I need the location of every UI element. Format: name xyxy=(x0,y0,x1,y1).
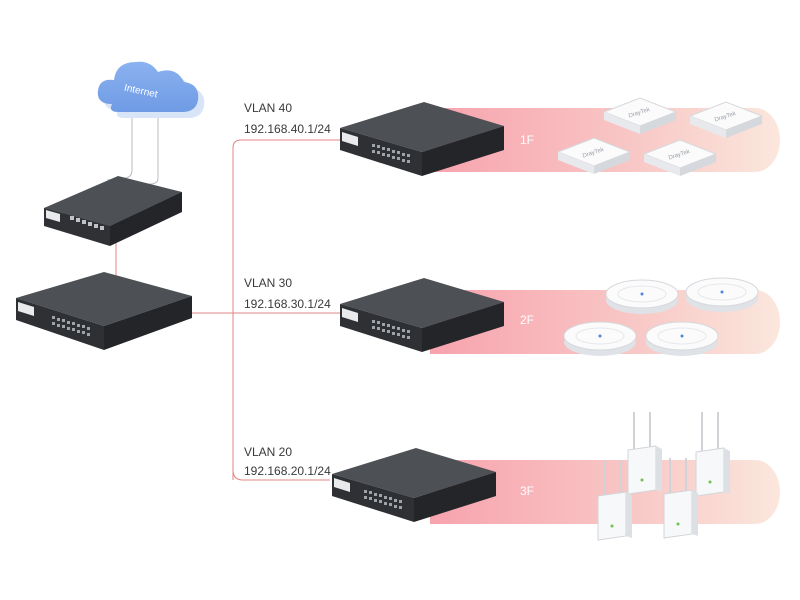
access-point-icon xyxy=(605,279,679,314)
ap-group-3f xyxy=(597,412,730,541)
link-vlan20 xyxy=(232,469,330,481)
internet-cloud-icon: Internet xyxy=(97,61,205,118)
switch-vlan40-device xyxy=(340,102,504,176)
vlan30-name: VLAN 30 xyxy=(244,276,293,290)
router-device xyxy=(44,176,182,246)
access-point-icon xyxy=(695,412,730,497)
link-vlan40 xyxy=(232,139,340,480)
access-point-icon xyxy=(597,460,632,541)
access-point-icon xyxy=(645,321,719,356)
access-point-icon xyxy=(685,277,759,312)
access-point-icon xyxy=(663,458,698,539)
vlan40-ip: 192.168.40.1/24 xyxy=(244,122,331,136)
floor-label-2f: 2F xyxy=(520,313,535,327)
core-switch-device xyxy=(16,272,192,350)
access-point-icon xyxy=(563,321,637,356)
vlan20-ip: 192.168.20.1/24 xyxy=(244,464,331,478)
access-point-icon: DrayTek xyxy=(642,139,718,176)
ap-group-2f xyxy=(563,277,759,356)
vlan30-ip: 192.168.30.1/24 xyxy=(244,297,331,311)
access-point-icon: DrayTek xyxy=(602,97,678,134)
ap-group-1f: DrayTek DrayTek DrayTek DrayTek xyxy=(556,97,764,176)
vlan20-name: VLAN 20 xyxy=(244,445,293,459)
vlan40-name: VLAN 40 xyxy=(244,101,293,115)
floor-label-3f: 3F xyxy=(520,484,535,498)
floor-label-1f: 1F xyxy=(520,133,535,147)
access-point-icon: DrayTek xyxy=(556,137,632,174)
switch-vlan20-device xyxy=(332,448,496,522)
access-point-icon xyxy=(627,412,662,495)
switch-vlan30-device xyxy=(340,278,504,352)
access-point-icon: DrayTek xyxy=(688,101,764,138)
